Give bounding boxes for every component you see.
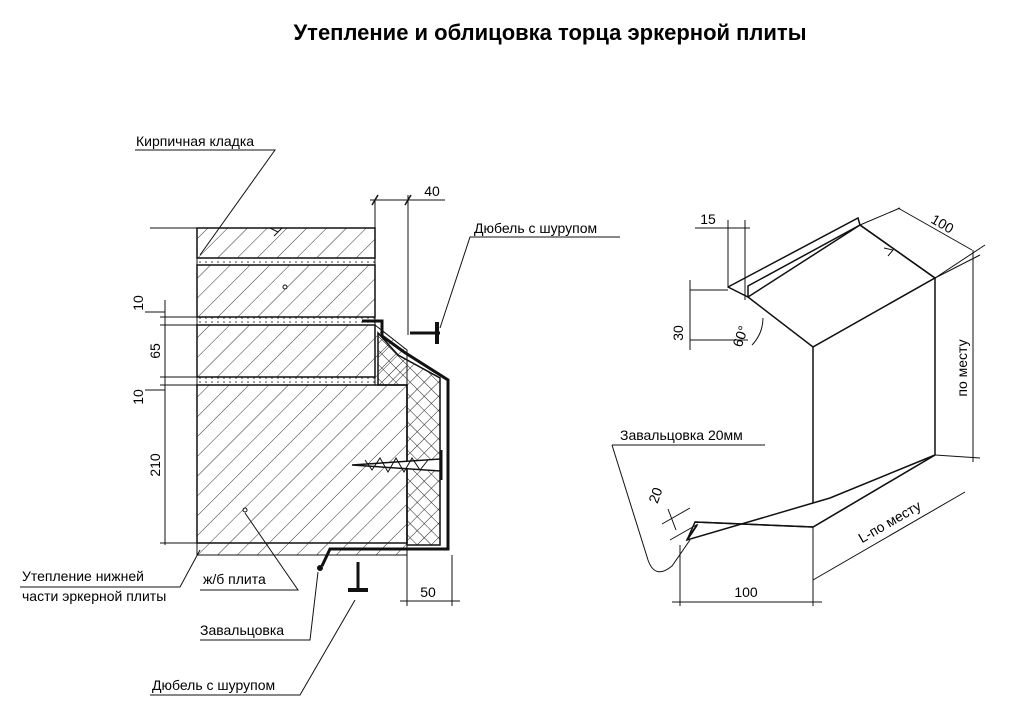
label-dowel-bottom: Дюбель с шурупом [152, 677, 275, 693]
brick-course-upper [196, 227, 376, 259]
label-slab: ж/б плита [203, 571, 266, 587]
dim-width-top: 100 [928, 211, 956, 237]
leader-dowel-top [439, 236, 620, 329]
left-dimension-chain [145, 300, 197, 545]
leader-dowel-bottom [150, 599, 356, 696]
label-detail-fold: Завальцовка 20мм [620, 427, 743, 443]
brick-course-middle [196, 264, 376, 318]
dim-fold: 20 [645, 485, 665, 505]
label-brick: Кирпичная кладка [136, 133, 254, 149]
label-dowel-top: Дюбель с шурупом [474, 220, 597, 236]
brick-course-lower [196, 324, 376, 378]
top-dimension [370, 194, 445, 335]
mortar-joint-1 [196, 257, 376, 266]
label-fold: Завальцовка [200, 622, 284, 638]
bottom-dimension [400, 555, 460, 606]
mortar-joint-3 [196, 376, 376, 386]
anchor-screw-icon [351, 450, 443, 480]
label-insulation-2: части эркерной плиты [22, 588, 166, 604]
flashing-detail: 15 30 60° 100 по месту 20 L-по месту 100 [611, 207, 986, 606]
mortar-joint-2 [196, 316, 376, 326]
dim-joint-b: 10 [130, 389, 146, 405]
dim-course: 65 [147, 343, 163, 359]
dim-joint-a: 10 [130, 295, 146, 311]
leader-brick [135, 149, 276, 256]
leader-slab [200, 512, 299, 591]
dowel-top-icon [410, 322, 440, 344]
dim-height: по месту [954, 339, 970, 396]
dim-slab-height: 210 [147, 453, 163, 477]
leader-insulation [20, 549, 201, 588]
dim-rise: 30 [670, 325, 686, 341]
diagram-title: Утепление и облицовка торца эркерной пли… [293, 20, 806, 45]
dim-top: 40 [424, 183, 440, 199]
dim-angle: 60° [729, 324, 751, 349]
end-insulation [377, 331, 441, 546]
dowel-bottom-icon [348, 562, 368, 592]
dim-flange: 15 [700, 211, 716, 227]
dim-width-bottom: 100 [734, 584, 758, 600]
leader-fold [200, 571, 319, 641]
cladding-sheet [320, 319, 450, 567]
dim-bottom: 50 [420, 584, 436, 600]
label-insulation-1: Утепление нижней [22, 568, 144, 584]
section-drawing: 10 65 10 210 40 50 Кирпичная кладка Дюбе… [20, 133, 620, 696]
